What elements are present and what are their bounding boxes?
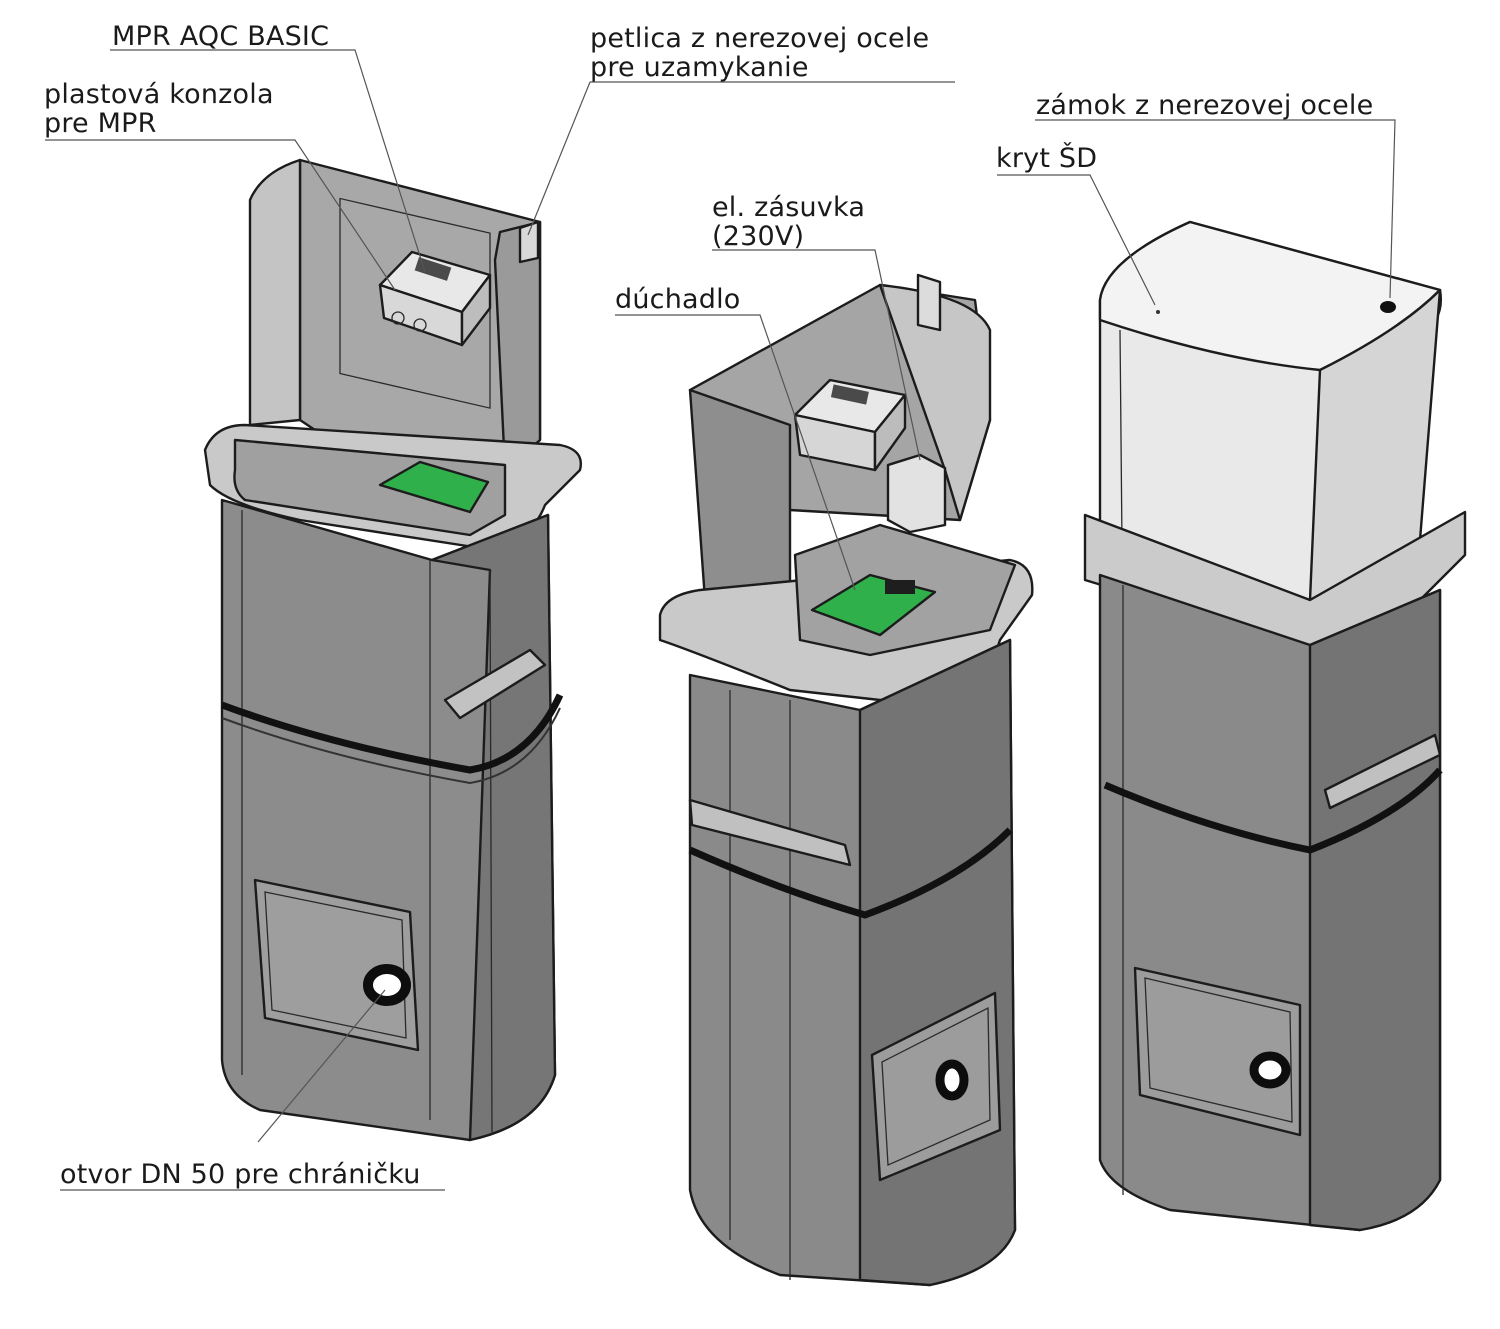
stainless-loop-left [518,220,540,264]
leader-lines [45,49,1396,1191]
stainless-loop-middle [916,273,942,332]
unit-right-closed [1083,220,1467,1232]
seal-band-right [1103,767,1443,854]
label-stainless-lock: zámok z nerezovej ocele [1036,90,1374,121]
opening-dn50-right [1249,1051,1291,1089]
label-mpr-aqc-basic: MPR AQC BASIC [112,21,330,52]
opening-dn50-middle [935,1059,969,1101]
mpr-device-left [378,250,492,347]
label-opening-dn50: otvor DN 50 pre chráničku [60,1159,421,1190]
label-stainless-loop: petlica z nerezovej ocele pre uzamykanie [590,23,930,83]
electric-socket [886,453,947,534]
unit-left-open [203,158,582,1142]
seal-band-middle [688,827,1013,919]
lock-hole [1380,301,1396,313]
label-plastic-console: plastová konzola pre MPR [44,79,274,139]
opening-dn50-left [363,964,411,1006]
mpr-device-middle [793,378,907,472]
unit-middle-open [658,273,1034,1287]
seal-band-left [220,693,564,774]
label-blower: dúchadlo [615,284,741,315]
label-cover: kryt ŠD [996,143,1098,174]
label-electric-socket: el. zásuvka (230V) [712,192,866,252]
